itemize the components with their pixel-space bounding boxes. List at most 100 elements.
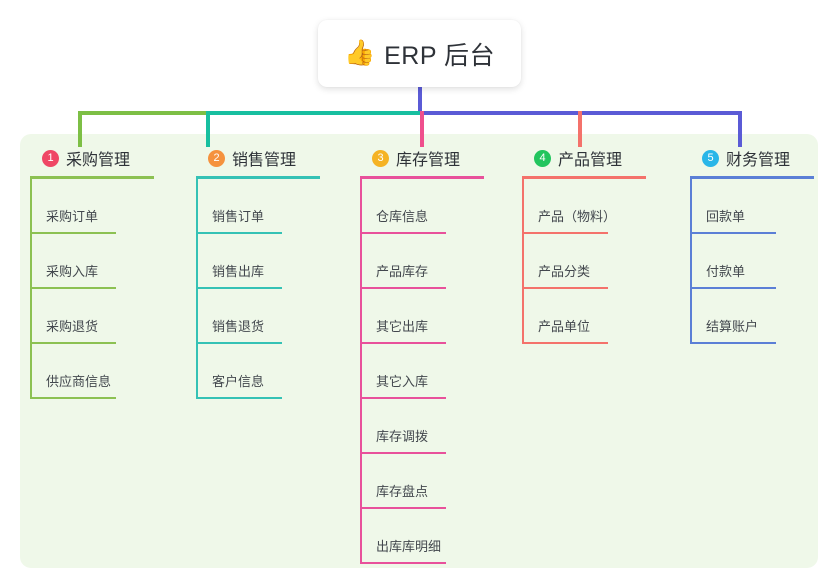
connector-drop-inventory bbox=[420, 111, 424, 147]
column-items-purchase: 采购订单采购入库采购退货供应商信息 bbox=[30, 179, 195, 399]
thumbs-up-icon: 👍 bbox=[343, 39, 376, 67]
column-title-purchase: 采购管理 bbox=[66, 152, 131, 169]
column-spine-finance bbox=[690, 179, 692, 344]
list-item[interactable]: 库存调拨 bbox=[360, 399, 525, 454]
list-item[interactable]: 其它出库 bbox=[360, 289, 525, 344]
list-item-label: 付款单 bbox=[706, 264, 746, 279]
list-item-label: 采购退货 bbox=[46, 319, 99, 334]
list-item-label: 仓库信息 bbox=[376, 209, 429, 224]
list-item-underline bbox=[360, 507, 446, 509]
column-underline-purchase bbox=[30, 176, 154, 179]
list-item-label: 产品单位 bbox=[538, 319, 591, 334]
list-item-label: 产品（物料） bbox=[538, 209, 617, 224]
connector-drop-purchase bbox=[78, 111, 82, 147]
list-item[interactable]: 产品（物料） bbox=[522, 179, 687, 234]
column-title-inventory: 库存管理 bbox=[396, 152, 461, 169]
column-title-finance: 财务管理 bbox=[726, 152, 791, 169]
list-item-underline bbox=[360, 232, 446, 234]
list-item-underline bbox=[196, 232, 282, 234]
list-item[interactable]: 结算账户 bbox=[690, 289, 839, 344]
list-item[interactable]: 供应商信息 bbox=[30, 344, 195, 399]
list-item-underline bbox=[690, 287, 776, 289]
list-item-label: 库存盘点 bbox=[376, 484, 429, 499]
list-item[interactable]: 采购入库 bbox=[30, 234, 195, 289]
column-header-product[interactable]: 4 产品管理 bbox=[522, 146, 687, 170]
list-item-underline bbox=[196, 287, 282, 289]
list-item-underline bbox=[30, 287, 116, 289]
column-spine-sales bbox=[196, 179, 198, 399]
column-badge-sales: 2 bbox=[208, 149, 225, 167]
column-badge-purchase: 1 bbox=[42, 149, 59, 167]
list-item-label: 其它出库 bbox=[376, 319, 429, 334]
list-item-label: 客户信息 bbox=[212, 374, 265, 389]
list-item-underline bbox=[30, 342, 116, 344]
list-item-label: 出库库明细 bbox=[376, 539, 442, 554]
list-item-underline bbox=[690, 232, 776, 234]
list-item[interactable]: 客户信息 bbox=[196, 344, 361, 399]
list-item-underline bbox=[30, 232, 116, 234]
list-item[interactable]: 产品单位 bbox=[522, 289, 687, 344]
list-item[interactable]: 其它入库 bbox=[360, 344, 525, 399]
list-item-underline bbox=[522, 342, 608, 344]
column-spine-product bbox=[522, 179, 524, 344]
root-node-title: ERP 后台 bbox=[384, 41, 496, 70]
list-item-underline bbox=[30, 397, 116, 399]
list-item[interactable]: 销售订单 bbox=[196, 179, 361, 234]
list-item-label: 结算账户 bbox=[706, 319, 759, 334]
list-item[interactable]: 仓库信息 bbox=[360, 179, 525, 234]
list-item[interactable]: 销售出库 bbox=[196, 234, 361, 289]
list-item-underline bbox=[196, 397, 282, 399]
column-finance: 5 财务管理回款单付款单结算账户 bbox=[690, 146, 839, 344]
list-item[interactable]: 产品库存 bbox=[360, 234, 525, 289]
list-item-underline bbox=[360, 342, 446, 344]
column-badge-product: 4 bbox=[534, 149, 551, 167]
list-item-label: 回款单 bbox=[706, 209, 746, 224]
column-items-product: 产品（物料） 产品分类产品单位 bbox=[522, 179, 687, 344]
connector-stem bbox=[418, 87, 422, 113]
column-underline-product bbox=[522, 176, 646, 179]
column-product: 4 产品管理产品（物料） 产品分类产品单位 bbox=[522, 146, 687, 344]
list-item-label: 采购订单 bbox=[46, 209, 99, 224]
list-item[interactable]: 付款单 bbox=[690, 234, 839, 289]
list-item-underline bbox=[360, 562, 446, 564]
column-underline-finance bbox=[690, 176, 814, 179]
list-item-label: 产品库存 bbox=[376, 264, 429, 279]
list-item-underline bbox=[690, 342, 776, 344]
list-item[interactable]: 出库库明细 bbox=[360, 509, 525, 564]
list-item[interactable]: 产品分类 bbox=[522, 234, 687, 289]
column-header-finance[interactable]: 5 财务管理 bbox=[690, 146, 839, 170]
list-item-underline bbox=[522, 287, 608, 289]
list-item[interactable]: 采购订单 bbox=[30, 179, 195, 234]
column-spine-inventory bbox=[360, 179, 362, 564]
column-underline-sales bbox=[196, 176, 320, 179]
column-header-purchase[interactable]: 1 采购管理 bbox=[30, 146, 195, 170]
column-underline-inventory bbox=[360, 176, 484, 179]
connector-drop-sales bbox=[206, 111, 210, 147]
list-item-underline bbox=[522, 232, 608, 234]
list-item[interactable]: 回款单 bbox=[690, 179, 839, 234]
column-items-sales: 销售订单销售出库销售退货客户信息 bbox=[196, 179, 361, 399]
list-item-label: 销售订单 bbox=[212, 209, 265, 224]
column-items-inventory: 仓库信息产品库存其它出库其它入库库存调拨库存盘点出库库明细 bbox=[360, 179, 525, 564]
list-item-label: 其它入库 bbox=[376, 374, 429, 389]
connector-bar-green bbox=[78, 111, 206, 115]
column-badge-finance: 5 bbox=[702, 149, 719, 167]
list-item-label: 库存调拨 bbox=[376, 429, 429, 444]
list-item[interactable]: 采购退货 bbox=[30, 289, 195, 344]
column-title-product: 产品管理 bbox=[558, 152, 623, 169]
list-item[interactable]: 销售退货 bbox=[196, 289, 361, 344]
list-item-label: 销售退货 bbox=[212, 319, 265, 334]
root-node-card[interactable]: 👍 ERP 后台 bbox=[318, 20, 521, 87]
list-item-underline bbox=[196, 342, 282, 344]
list-item-underline bbox=[360, 452, 446, 454]
list-item-underline bbox=[360, 287, 446, 289]
list-item-underline bbox=[360, 397, 446, 399]
diagram-panel bbox=[20, 134, 818, 568]
column-spine-purchase bbox=[30, 179, 32, 399]
list-item[interactable]: 库存盘点 bbox=[360, 454, 525, 509]
list-item-label: 产品分类 bbox=[538, 264, 591, 279]
